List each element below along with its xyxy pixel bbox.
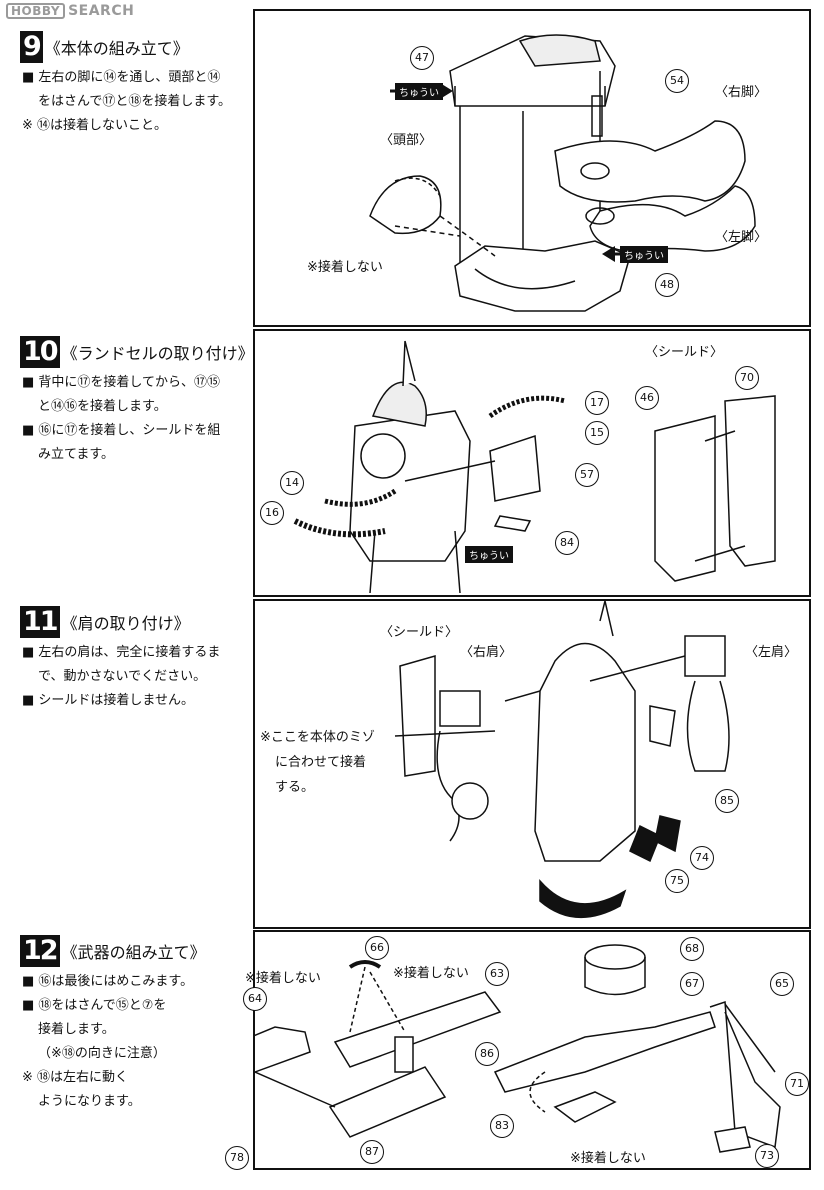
body-assembly-illustration <box>369 34 756 312</box>
step-9-instructions: 9 《本体の組み立て》 ■ 左右の脚に⑭を通し、頭部と⑭ をはさんで⑰と⑱を接着… <box>20 28 250 138</box>
step-number: 11 <box>20 606 60 638</box>
part-number: 54 <box>665 69 689 93</box>
part-number: 67 <box>680 972 704 996</box>
part-number: 78 <box>225 1146 249 1170</box>
part-number: 66 <box>365 936 389 960</box>
part-number: 15 <box>585 421 609 445</box>
shield-label: 〈シールド〉 <box>380 625 459 640</box>
instruction-line: ■ シールドは接着しません。 <box>22 693 195 708</box>
part-number: 47 <box>410 46 434 70</box>
left-shoulder-label: 〈左肩〉 <box>745 645 798 660</box>
shoulder-assembly-illustration <box>394 601 730 918</box>
shield-label: 〈シールド〉 <box>645 345 724 360</box>
instruction-line: ■ 左右の脚に⑭を通し、頭部と⑭ <box>22 70 221 85</box>
step-number: 12 <box>20 935 60 967</box>
instruction-note: ※ ⑱は左右に動く <box>22 1070 129 1085</box>
instruction-line: ■ ⑱をはさんで⑮と⑦を <box>22 998 167 1013</box>
alignment-note: ※ここを本体のミゾ <box>260 730 375 745</box>
step-title: 《肩の取り付け》 <box>61 614 190 633</box>
head-label: 〈頭部〉 <box>380 133 433 148</box>
right-leg-label: 〈右脚〉 <box>715 85 768 100</box>
instruction-line: 接着します。 <box>38 1022 115 1037</box>
instruction-line: ■ 背中に⑰を接着してから、⑰⑮ <box>22 375 221 390</box>
caution-badge: ちゅうい <box>395 83 443 100</box>
instruction-line: をはさんで⑰と⑱を接着します。 <box>38 94 232 109</box>
left-leg-label: 〈左脚〉 <box>715 230 768 245</box>
right-shoulder-label: 〈右肩〉 <box>460 645 513 660</box>
alignment-note: に合わせて接着 <box>275 755 367 770</box>
instruction-line: ■ 左右の肩は、完全に接着するま <box>22 645 221 660</box>
step-title: 《本体の組み立て》 <box>44 39 189 58</box>
no-glue-note: ※接着しない <box>307 260 383 275</box>
part-number: 85 <box>715 789 739 813</box>
part-number: 57 <box>575 463 599 487</box>
instruction-note: ※ ⑭は接着しないこと。 <box>22 118 168 133</box>
step-12-instructions: 12 《武器の組み立て》 ■ ⑯は最後にはめこみます。 ■ ⑱をはさんで⑮と⑦を… <box>20 932 250 1114</box>
part-number: 16 <box>260 501 284 525</box>
part-number: 74 <box>690 846 714 870</box>
weapon-assembly-illustration <box>255 944 781 1153</box>
part-number: 63 <box>485 962 509 986</box>
step-10-instructions: 10 《ランドセルの取り付け》 ■ 背中に⑰を接着してから、⑰⑮ と⑭⑯を接着し… <box>20 333 254 467</box>
instruction-line: （※⑱の向きに注意） <box>38 1046 166 1061</box>
watermark: HOBBY SEARCH <box>6 3 134 19</box>
instruction-note: ようになります。 <box>38 1094 141 1109</box>
no-glue-note: ※接着しない <box>245 971 321 986</box>
watermark-text: SEARCH <box>68 3 135 19</box>
step-10-diagram: 〈シールド〉 46 70 17 15 57 14 16 84 ちゅうい <box>253 329 811 597</box>
no-glue-note: ※接着しない <box>393 966 469 981</box>
part-number: 75 <box>665 869 689 893</box>
part-number: 84 <box>555 531 579 555</box>
alignment-note: する。 <box>275 780 315 795</box>
caution-badge: ちゅうい <box>620 246 668 263</box>
no-glue-note: ※接着しない <box>570 1151 646 1166</box>
part-number: 46 <box>635 386 659 410</box>
instruction-line: ■ ⑯は最後にはめこみます。 <box>22 974 194 989</box>
step-9-diagram: 47 54 48 〈右脚〉 〈左脚〉 〈頭部〉 ※接着しない ちゅうい ちゅうい <box>253 9 811 327</box>
step-11-instructions: 11 《肩の取り付け》 ■ 左右の肩は、完全に接着するま で、動かさないでくださ… <box>20 603 250 713</box>
part-number: 70 <box>735 366 759 390</box>
part-number: 87 <box>360 1140 384 1164</box>
step-title: 《ランドセルの取り付け》 <box>61 344 254 363</box>
part-number: 68 <box>680 937 704 961</box>
part-number: 65 <box>770 972 794 996</box>
step-11-diagram: 〈シールド〉 〈右肩〉 〈左肩〉 ※ここを本体のミゾ に合わせて接着 する。 8… <box>253 599 811 929</box>
instruction-line: ■ ⑯に⑰を接着し、シールドを組 <box>22 423 221 438</box>
caution-badge: ちゅうい <box>465 546 513 563</box>
instruction-line: と⑭⑯を接着します。 <box>38 399 167 414</box>
part-number: 14 <box>280 471 304 495</box>
step-12-diagram: ※接着しない ※接着しない ※接着しない 66 63 64 86 78 87 6… <box>225 930 811 1170</box>
part-number: 17 <box>585 391 609 415</box>
step-number: 10 <box>20 336 60 368</box>
part-number: 64 <box>243 987 267 1011</box>
instruction-line: で、動かさないでください。 <box>38 669 207 684</box>
backpack-assembly-illustration <box>293 340 776 594</box>
step-number: 9 <box>20 31 43 63</box>
part-number: 71 <box>785 1072 809 1096</box>
step-title: 《武器の組み立て》 <box>61 943 206 962</box>
watermark-badge: HOBBY <box>6 3 66 19</box>
part-number: 73 <box>755 1144 779 1168</box>
part-number: 86 <box>475 1042 499 1066</box>
instruction-line: み立てます。 <box>38 447 115 462</box>
part-number: 83 <box>490 1114 514 1138</box>
part-number: 48 <box>655 273 679 297</box>
